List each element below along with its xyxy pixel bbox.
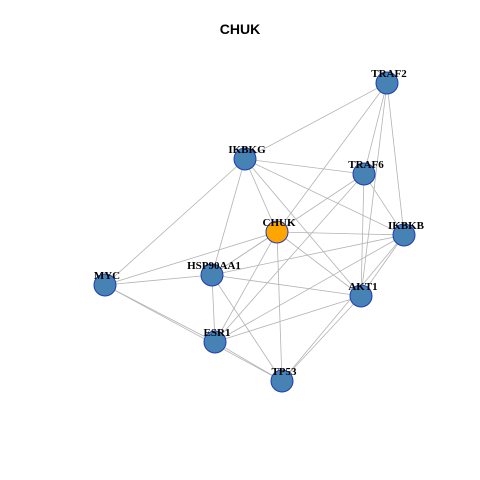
edge-chuk-ikbkb — [276, 231, 405, 236]
node-tp53 — [270, 369, 294, 393]
edge-traf2-ikbkg — [244, 82, 388, 160]
node-traf2 — [375, 71, 399, 95]
node-ikbkb — [392, 223, 416, 247]
edge-ikbkb-tp53 — [281, 234, 405, 382]
edge-traf2-ikbkb — [386, 82, 405, 236]
node-traf6 — [352, 162, 376, 186]
node-label-ikbkg: IKBKG — [228, 144, 266, 156]
edge-chuk-akt1 — [276, 231, 362, 297]
edge-ikbkg-akt1 — [244, 158, 362, 297]
edge-traf6-ikbkb — [363, 173, 405, 236]
edge-ikbkb-akt1 — [360, 234, 405, 297]
edge-myc-tp53 — [104, 284, 283, 382]
node-label-chuk: CHUK — [263, 217, 296, 229]
node-esr1 — [203, 330, 227, 354]
node-label-traf2: TRAF2 — [371, 68, 407, 80]
edge-traf6-esr1 — [214, 173, 365, 343]
edge-chuk-myc — [104, 231, 278, 286]
node-hsp90aa1 — [200, 263, 224, 287]
node-label-traf6: TRAF6 — [348, 159, 384, 171]
node-layer — [93, 71, 416, 393]
edge-akt1-tp53 — [281, 295, 362, 382]
edge-ikbkg-myc — [104, 158, 246, 286]
edge-akt1-esr1 — [214, 295, 362, 343]
edge-myc-hsp90aa1 — [104, 274, 213, 286]
node-ikbkg — [233, 147, 257, 171]
edge-layer — [104, 82, 405, 382]
node-myc — [93, 273, 117, 297]
edge-ikbkb-hsp90aa1 — [211, 234, 405, 276]
edge-chuk-tp53 — [276, 231, 283, 382]
node-label-tp53: TP53 — [271, 366, 297, 378]
edge-traf2-chuk — [276, 82, 388, 233]
edge-ikbkg-ikbkb — [244, 158, 405, 236]
node-chuk — [265, 220, 289, 244]
node-label-hsp90aa1: HSP90AA1 — [187, 260, 241, 272]
node-label-myc: MYC — [94, 270, 120, 282]
node-label-ikbkb: IKBKB — [388, 220, 425, 232]
edge-traf2-traf6 — [363, 82, 388, 175]
edge-ikbkg-traf6 — [244, 158, 365, 175]
graph-title: CHUK — [219, 21, 261, 37]
node-akt1 — [349, 284, 373, 308]
edge-traf6-akt1 — [360, 173, 365, 297]
node-label-esr1: ESR1 — [204, 327, 231, 339]
edge-ikbkg-chuk — [244, 158, 278, 233]
edge-esr1-tp53 — [214, 341, 283, 382]
node-label-akt1: AKT1 — [348, 281, 377, 293]
edge-hsp90aa1-akt1 — [211, 274, 362, 297]
edge-chuk-esr1 — [214, 231, 278, 343]
edge-ikbkg-hsp90aa1 — [211, 158, 246, 276]
edge-hsp90aa1-tp53 — [211, 274, 283, 382]
edge-chuk-hsp90aa1 — [211, 231, 278, 276]
